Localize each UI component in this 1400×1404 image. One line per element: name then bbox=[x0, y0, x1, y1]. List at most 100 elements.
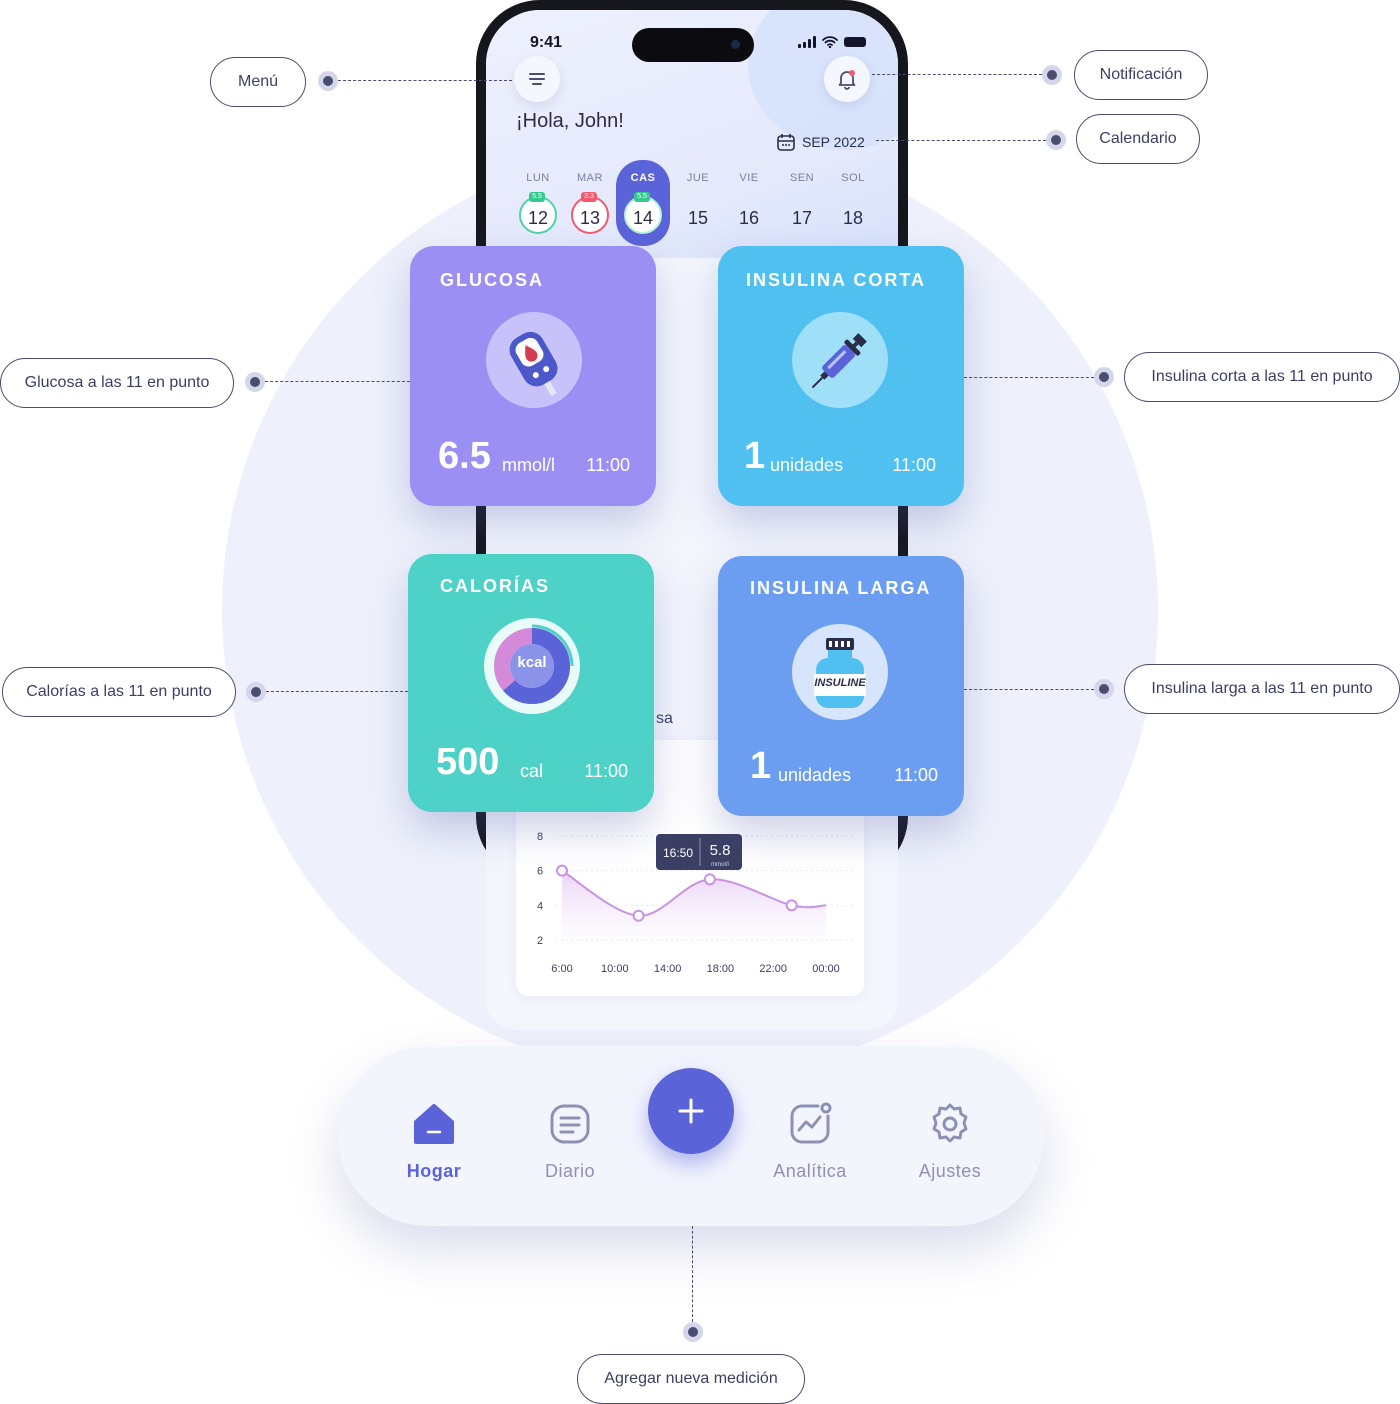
day-badge: 5.5 bbox=[529, 192, 545, 202]
tooltip-unit: mmol/l bbox=[711, 862, 729, 868]
long-insulin-card[interactable]: INSULINA LARGA INSULINE 1 unidades 11:00 bbox=[718, 556, 964, 816]
card-title: CALORÍAS bbox=[440, 576, 550, 596]
chart-area bbox=[562, 870, 826, 944]
menu-icon bbox=[529, 73, 545, 85]
nav-label: Ajustes bbox=[918, 1161, 982, 1181]
tooltip-time: 16:50 bbox=[663, 846, 693, 860]
glucometer-drawing bbox=[509, 331, 558, 397]
kcal-icon: kcal bbox=[484, 618, 580, 714]
nav-hogar[interactable]: Hogar bbox=[374, 1102, 494, 1182]
kcal-donut bbox=[492, 624, 574, 706]
day-ring bbox=[624, 196, 662, 234]
calories-card[interactable]: CALORÍAS kcal 500 cal 11:00 bbox=[408, 554, 654, 812]
callout-line bbox=[964, 377, 1094, 378]
callout-dot bbox=[1094, 367, 1114, 387]
callout-calendar: Calendario bbox=[1076, 114, 1200, 164]
callout-dot bbox=[1094, 679, 1114, 699]
day-mar[interactable]: MAR 3.3 13 bbox=[564, 160, 616, 246]
day-lun[interactable]: LUN 5.5 12 bbox=[512, 160, 564, 246]
card-time: 11:00 bbox=[892, 455, 936, 475]
glucose-card[interactable]: GLUCOSA 6.5 mmol/l 11:00 bbox=[410, 246, 656, 506]
y-tick-label: 6 bbox=[537, 866, 543, 878]
card-unit: cal bbox=[520, 761, 544, 781]
x-tick-label: 10:00 bbox=[601, 963, 629, 975]
callout-long-insulin: Insulina larga a las 11 en punto bbox=[1124, 664, 1400, 714]
settings-icon bbox=[932, 1103, 968, 1143]
callout-line bbox=[692, 1226, 693, 1322]
week-strip: LUN 5.5 12 MAR 3.3 13 CAS 5.5 14 JUE 15 … bbox=[504, 160, 884, 250]
nav-analitica[interactable]: Analítica bbox=[750, 1102, 870, 1182]
callout-line bbox=[265, 381, 410, 382]
hidden-section-text: sa bbox=[656, 710, 673, 727]
battery-icon bbox=[844, 37, 866, 47]
callout-line bbox=[876, 140, 1046, 141]
card-value: 1 bbox=[744, 435, 766, 477]
card-unit: unidades bbox=[778, 765, 852, 785]
x-tick-label: 22:00 bbox=[759, 963, 787, 975]
day-vie[interactable]: VIE 16 bbox=[723, 160, 775, 246]
signal-icon bbox=[798, 36, 816, 48]
nav-ajustes[interactable]: Ajustes bbox=[890, 1102, 1010, 1182]
status-time: 9:41 bbox=[530, 34, 563, 51]
card-value: 1 bbox=[750, 745, 772, 787]
wifi-icon bbox=[822, 36, 838, 48]
day-name: LUN bbox=[526, 172, 550, 184]
short-insulin-card[interactable]: INSULINA CORTA 1 unidades 11:00 bbox=[718, 246, 964, 506]
y-tick-label: 2 bbox=[537, 935, 543, 947]
x-tick-label: 18:00 bbox=[707, 963, 735, 975]
day-sol[interactable]: SOL 18 bbox=[827, 160, 879, 246]
tooltip-value: 5.8 bbox=[710, 842, 731, 859]
day-name: VIE bbox=[739, 172, 759, 184]
card-value: 500 bbox=[436, 741, 500, 783]
card-time: 11:00 bbox=[894, 765, 938, 785]
card-title: INSULINA CORTA bbox=[746, 270, 926, 290]
day-date: 18 bbox=[842, 208, 864, 228]
notification-button[interactable] bbox=[824, 56, 870, 102]
data-point bbox=[556, 864, 568, 877]
callout-menu: Menú bbox=[210, 57, 306, 107]
callout-notification: Notificación bbox=[1074, 50, 1208, 100]
card-time: 11:00 bbox=[586, 455, 630, 475]
day-sen[interactable]: SEN 17 bbox=[776, 160, 828, 246]
chart-tooltip: 16:50 5.8 mmol/l bbox=[656, 834, 742, 870]
data-point bbox=[632, 909, 645, 922]
nav-diario[interactable]: Diario bbox=[510, 1102, 630, 1182]
glucometer-icon bbox=[486, 312, 582, 408]
syringe-drawing bbox=[811, 333, 867, 389]
nav-label: Hogar bbox=[406, 1161, 462, 1181]
day-name: MAR bbox=[577, 172, 603, 184]
callout-glucose: Glucosa a las 11 en punto bbox=[0, 358, 234, 408]
callout-line bbox=[872, 74, 1042, 75]
x-tick-label: 14:00 bbox=[654, 963, 682, 975]
card-title: INSULINA LARGA bbox=[750, 578, 932, 598]
card-unit: unidades bbox=[770, 455, 844, 475]
day-date: 13 bbox=[579, 208, 601, 228]
y-tick-label: 8 bbox=[537, 831, 543, 843]
card-time: 11:00 bbox=[584, 761, 628, 781]
insulin-vial-icon: INSULINE bbox=[792, 624, 888, 720]
dynamic-island bbox=[632, 28, 754, 62]
callout-dot bbox=[1046, 130, 1066, 150]
calendar-label: SEP 2022 bbox=[802, 134, 865, 150]
day-name: SOL bbox=[841, 172, 865, 184]
add-measurement-button[interactable] bbox=[648, 1068, 734, 1154]
bottom-navigation: Hogar Diario Analítica Ajustes bbox=[338, 1046, 1044, 1226]
calendar-button[interactable]: SEP 2022 bbox=[776, 132, 865, 152]
greeting: ¡Hola, John! bbox=[516, 110, 624, 132]
menu-button[interactable] bbox=[514, 56, 560, 102]
vial-drawing bbox=[814, 638, 866, 708]
card-title: GLUCOSA bbox=[440, 270, 544, 290]
day-date: 12 bbox=[527, 208, 549, 228]
nav-label: Diario bbox=[544, 1161, 595, 1181]
vial-label: INSULINE bbox=[814, 677, 866, 689]
kcal-label: kcal bbox=[517, 654, 547, 671]
day-jue[interactable]: JUE 15 bbox=[672, 160, 724, 246]
callout-add-measurement: Agregar nueva medición bbox=[577, 1354, 805, 1404]
day-date: 17 bbox=[791, 208, 813, 228]
analytics-icon bbox=[790, 1102, 832, 1144]
card-value: 6.5 bbox=[438, 435, 491, 477]
x-tick-label: 00:00 bbox=[812, 963, 840, 975]
phone-screen: 9:41 ¡Hola, John! SEP 2022 LUN 5.5 12 MA… bbox=[486, 10, 898, 1030]
day-cas[interactable]: CAS 5.5 14 bbox=[616, 160, 670, 246]
